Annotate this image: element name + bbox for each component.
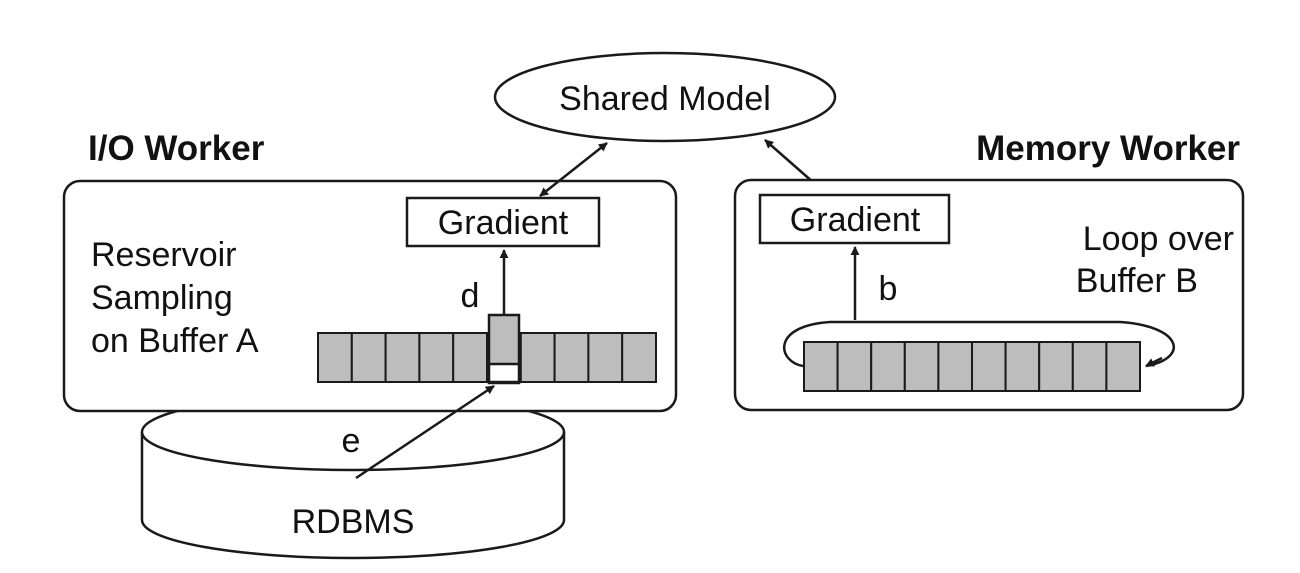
buffer-b-cell — [870, 341, 906, 392]
buffer-b-cell — [836, 341, 873, 392]
buffer-a-cell — [519, 332, 556, 383]
io-model-sync-arrow — [539, 142, 608, 197]
memory-worker: Memory Worker Gradient Loop over Buffer … — [733, 129, 1245, 412]
io-worker: I/O Worker Gradient Reservoir Sampling o… — [62, 129, 678, 480]
buffer-a-cell — [553, 332, 590, 383]
buffer-b-cell — [903, 341, 940, 392]
io-desc-line-1: Reservoir — [91, 236, 236, 274]
buffer-b-cell — [803, 341, 839, 392]
memory-desc-line-1: Loop over — [1083, 220, 1234, 258]
buffer-a-cell — [452, 332, 489, 383]
memory-label-b: b — [879, 270, 898, 308]
shared-model-label: Shared Model — [559, 80, 771, 118]
memory-gradient-box — [758, 193, 951, 245]
rdbms-label: RDBMS — [292, 503, 415, 541]
buffer-a-incoming-slot — [487, 362, 521, 384]
memory-desc-line-2: Buffer B — [1076, 262, 1198, 300]
memory-gradient-label: Gradient — [790, 201, 921, 239]
buffer-a — [317, 332, 658, 383]
buffer-a-cell — [621, 332, 658, 383]
io-desc-line-2: Sampling — [91, 279, 233, 317]
buffer-b-cell — [1105, 341, 1142, 392]
buffer-a-cell — [587, 332, 624, 383]
buffer-b-cell — [1004, 341, 1041, 392]
buffer-b-loop-arrow — [783, 320, 1175, 368]
io-worker-title: I/O Worker — [88, 129, 265, 168]
buffer-b — [803, 341, 1142, 392]
io-arrow-e — [355, 384, 495, 480]
io-label-d: d — [461, 277, 480, 315]
buffer-b-loop-arrowhead — [1145, 356, 1163, 368]
buffer-a-cell — [384, 332, 421, 383]
buffer-a-cell — [418, 332, 455, 383]
buffer-a-cell — [317, 332, 353, 383]
buffer-b-cell — [937, 341, 974, 392]
buffer-b-cell — [971, 341, 1007, 392]
io-label-e: e — [342, 422, 361, 460]
io-gradient-label: Gradient — [438, 204, 569, 242]
io-desc-line-3: on Buffer A — [91, 322, 259, 360]
memory-worker-title: Memory Worker — [976, 129, 1240, 168]
shared-model-ellipse — [493, 51, 837, 143]
rdbms-database: RDBMS — [140, 392, 566, 560]
buffer-a-cell — [350, 332, 387, 383]
buffer-b-cell — [1071, 341, 1108, 392]
io-gradient-box — [405, 196, 601, 248]
shared-model: Shared Model — [493, 51, 837, 143]
buffer-b-cell — [1038, 341, 1074, 392]
